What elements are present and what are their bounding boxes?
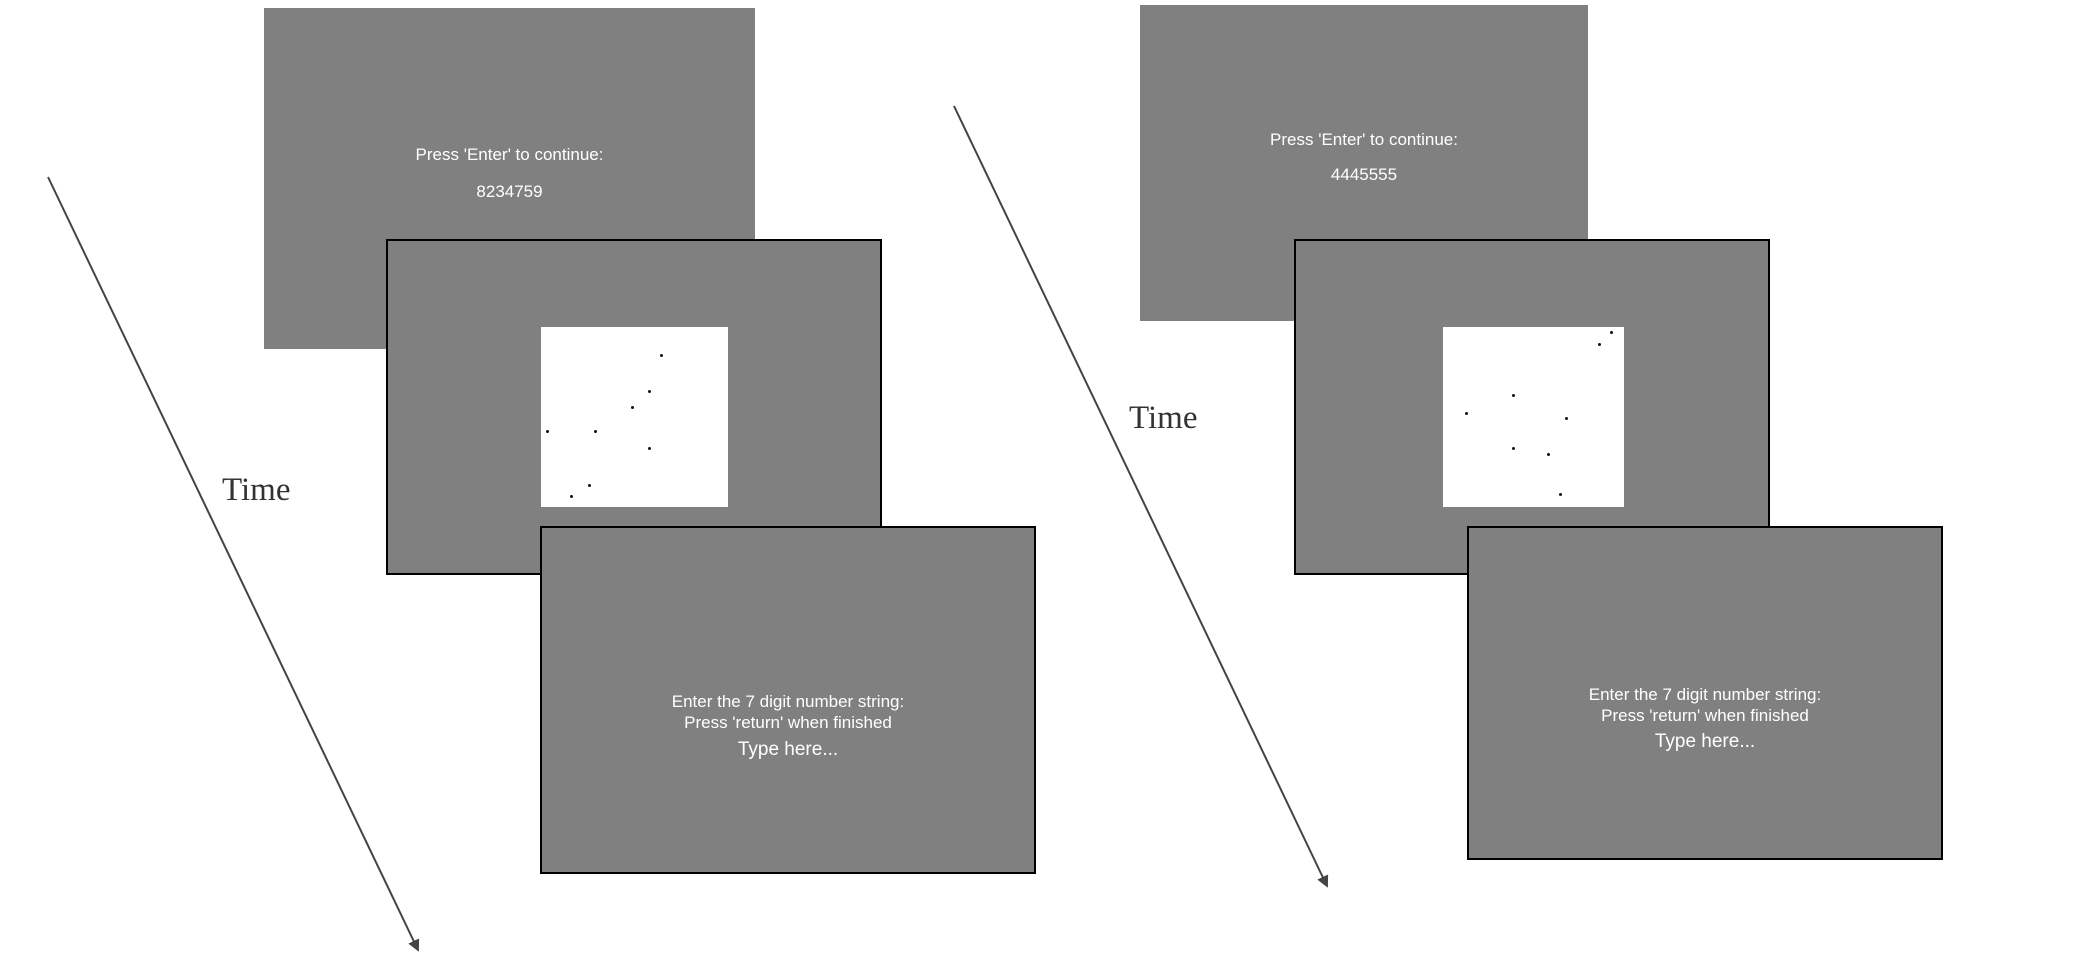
right-dot-screen <box>1294 239 1770 575</box>
dot <box>1565 417 1568 420</box>
left-recall-screen: Enter the 7 digit number string: Press '… <box>540 526 1036 874</box>
dot <box>1512 447 1515 450</box>
dot <box>648 447 651 450</box>
left-time-label: Time <box>222 472 291 508</box>
right-type-here-prompt: Type here... <box>1654 731 1756 752</box>
right-continue-instruction: Press 'Enter' to continue: <box>1270 130 1458 149</box>
left-number-string: 8234759 <box>476 182 543 201</box>
right-recall-instruction-1: Enter the 7 digit number string: <box>1588 685 1822 704</box>
dot <box>546 430 549 433</box>
right-time-label: Time <box>1129 400 1198 436</box>
dot <box>1547 453 1550 456</box>
dot <box>588 484 591 487</box>
right-number-string: 4445555 <box>1330 165 1398 184</box>
left-continue-instruction: Press 'Enter' to continue: <box>415 145 604 164</box>
left-type-here-prompt: Type here... <box>737 739 839 760</box>
left-dot-pattern <box>541 327 728 507</box>
dot <box>570 495 573 498</box>
dot <box>648 390 651 393</box>
dot <box>631 406 634 409</box>
dot <box>1598 343 1601 346</box>
right-recall-instruction-2: Press 'return' when finished <box>1601 706 1809 725</box>
dot <box>660 354 663 357</box>
dot <box>1512 394 1515 397</box>
dot <box>1559 493 1562 496</box>
left-dot-screen <box>386 239 882 575</box>
dot <box>594 430 597 433</box>
right-recall-screen: Enter the 7 digit number string: Press '… <box>1467 526 1943 860</box>
right-dot-pattern <box>1443 327 1624 507</box>
right-time-arrow <box>953 105 1329 888</box>
dot <box>1465 412 1468 415</box>
left-recall-instruction-2: Press 'return' when finished <box>684 713 892 732</box>
left-time-arrow <box>47 176 420 952</box>
left-recall-instruction-1: Enter the 7 digit number string: <box>671 692 905 711</box>
dot <box>1610 331 1613 334</box>
